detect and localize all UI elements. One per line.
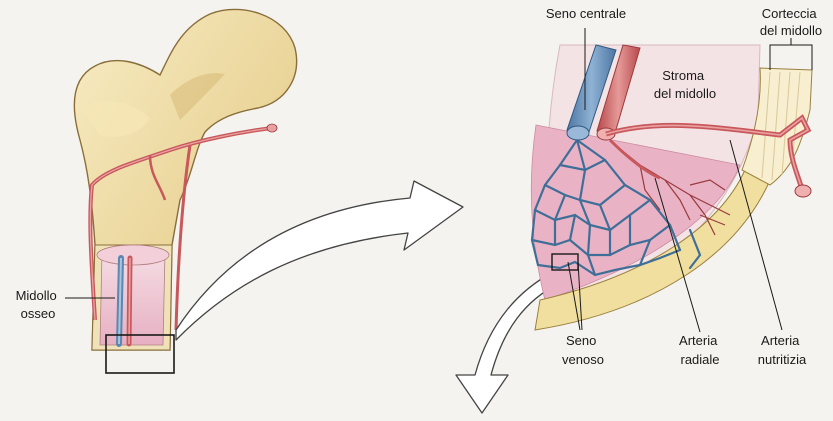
- label-corteccia: Corteccia del midollo: [760, 6, 822, 38]
- label-arteria-nutritizia: Arteria nutritizia: [758, 333, 807, 367]
- label-arteria-radiale: Arteria radiale: [679, 333, 721, 367]
- label-seno-centrale: Seno centrale: [546, 6, 626, 21]
- label-midollo-osseo: Midollo osseo: [16, 288, 61, 321]
- zoom-arrow-upper: [176, 181, 463, 340]
- label-seno-venoso: Seno venoso: [562, 333, 604, 367]
